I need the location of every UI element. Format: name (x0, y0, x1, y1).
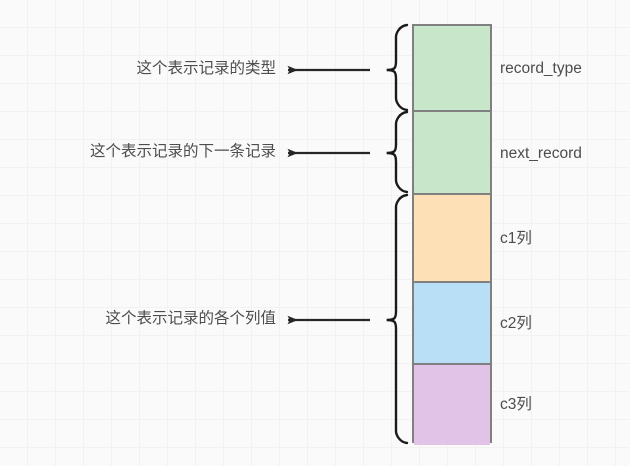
record-field-c1 (414, 195, 490, 283)
record-structure-box (412, 24, 492, 445)
record-field-c3 (414, 365, 490, 445)
record-field-c2 (414, 283, 490, 365)
brace-next-record-note (386, 110, 409, 194)
field-label-next_record: next_record (500, 144, 582, 162)
brace-column-values-note (386, 193, 409, 445)
field-label-record_type: record_type (500, 60, 582, 77)
field-label-c2: c2列 (500, 315, 532, 332)
annotation-label-next-record-note: 这个表示记录的下一条记录 (89, 143, 276, 160)
annotation-label-column-values-note: 这个表示记录的各个列值 (105, 310, 276, 327)
brace-record-type-note (386, 23, 409, 112)
field-label-c3: c3列 (500, 396, 532, 413)
record-field-record_type (414, 26, 490, 112)
field-label-c1: c1列 (500, 230, 532, 247)
annotation-label-record-type-note: 这个表示记录的类型 (136, 60, 276, 77)
record-field-next_record (414, 112, 490, 195)
